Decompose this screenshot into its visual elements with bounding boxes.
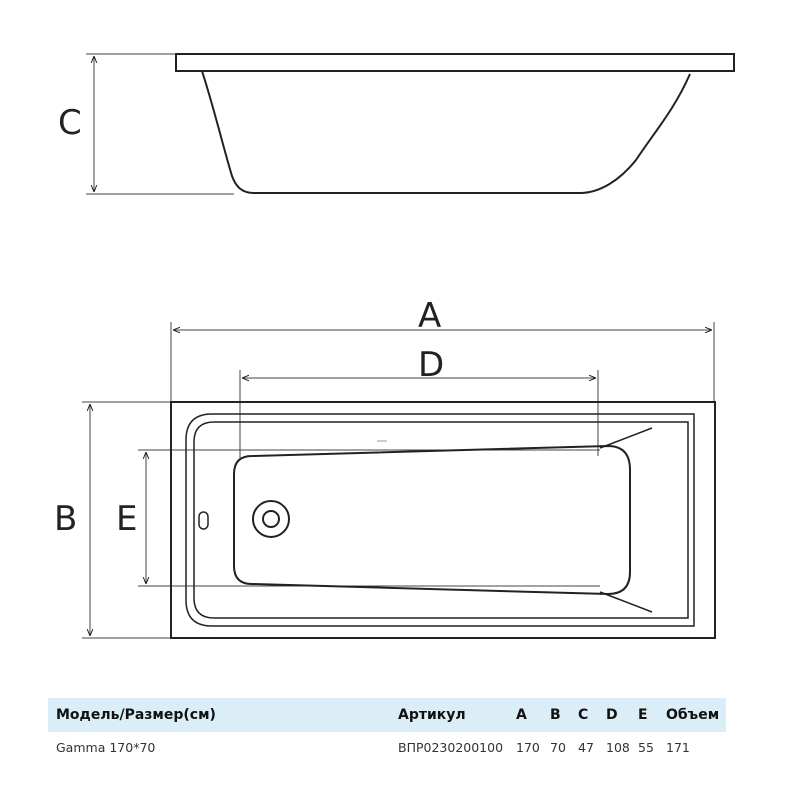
- dimension-a: [170, 322, 715, 402]
- header-e: E: [638, 698, 666, 732]
- drain: [252, 500, 290, 538]
- side-view: [175, 53, 735, 194]
- cell-e: 55: [638, 739, 654, 755]
- dimension-d-label: D: [418, 345, 444, 385]
- cell-volume: 171: [666, 739, 690, 755]
- cell-a: 170: [516, 739, 540, 755]
- header-c: C: [578, 698, 606, 732]
- cell-c: 47: [578, 739, 594, 755]
- overflow-hole: [198, 511, 209, 530]
- header-b: B: [550, 698, 578, 732]
- top-view-rim-outer: [185, 413, 695, 627]
- top-view-rim-inner: [193, 421, 689, 619]
- dimension-c-label: C: [58, 103, 82, 143]
- header-a: A: [516, 698, 550, 732]
- header-d: D: [606, 698, 638, 732]
- dimension-a-label: A: [418, 296, 441, 336]
- dimension-e: [138, 449, 600, 587]
- top-view: [170, 401, 716, 639]
- backrest-line-bottom: [599, 591, 653, 613]
- side-view-rim: [175, 53, 735, 72]
- top-view-basin: [233, 444, 631, 596]
- backrest-line-top: [599, 427, 653, 449]
- dimension-b: [82, 401, 171, 639]
- header-article: Артикул: [398, 698, 516, 732]
- top-view-outer-edge: [170, 401, 716, 639]
- table-header-row: Модель/Размер(см) Артикул A B C D E Объе…: [48, 698, 726, 732]
- specification-table: Модель/Размер(см) Артикул A B C D E Объе…: [48, 698, 726, 762]
- cell-d: 108: [606, 739, 630, 755]
- table-row: Gamma 170*70 ВПР0230200100 170 70 47 108…: [48, 732, 726, 762]
- dimension-b-label: B: [54, 499, 77, 539]
- cell-model: Gamma 170*70: [56, 739, 156, 755]
- dimension-d: [239, 370, 599, 460]
- dimension-c: [86, 53, 234, 195]
- side-view-basin: [201, 70, 691, 194]
- bathtub-technical-drawing: C A D B E: [54, 53, 735, 639]
- header-volume: Объем: [666, 698, 726, 732]
- cell-article: ВПР0230200100: [398, 739, 504, 755]
- header-model-size: Модель/Размер(см): [48, 698, 398, 732]
- dimension-e-label: E: [116, 499, 137, 539]
- cell-b: 70: [550, 739, 566, 755]
